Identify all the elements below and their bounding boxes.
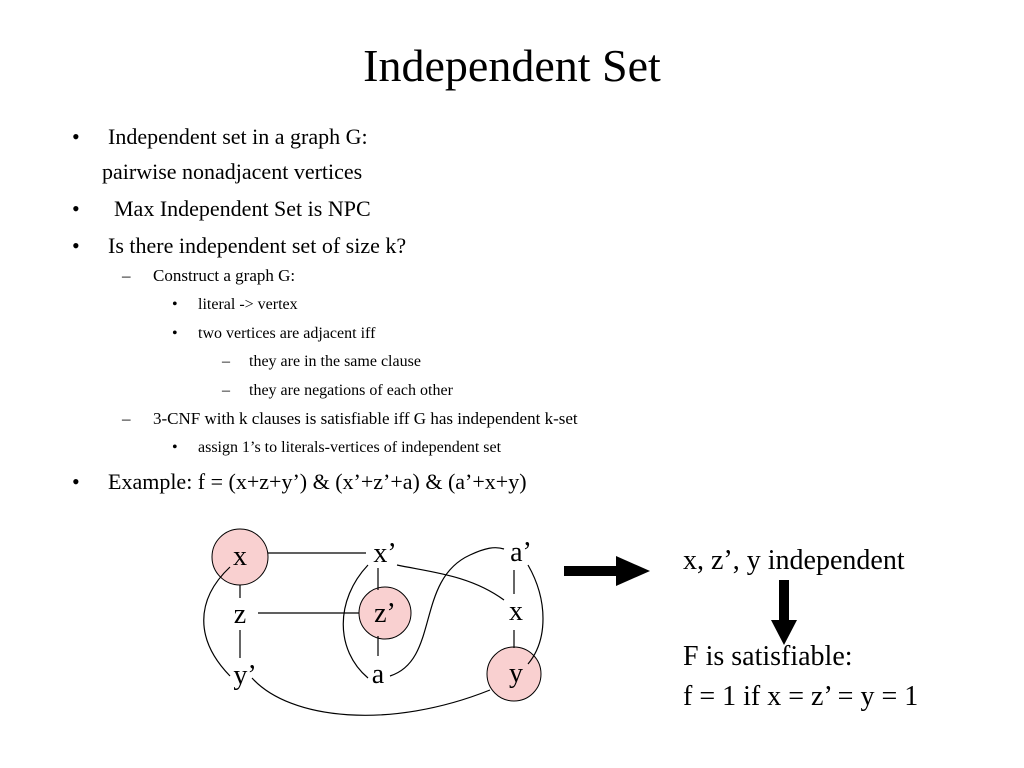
result-assignment: f = 1 if x = z’ = y = 1 xyxy=(683,681,919,712)
bullet-marker: • xyxy=(172,325,178,342)
sub-adjacent-iff: two vertices are adjacent iff xyxy=(198,325,376,342)
bullet-independent-set-continued: pairwise nonadjacent vertices xyxy=(102,159,363,184)
sub-construct-graph: Construct a graph G: xyxy=(153,266,296,285)
bullet-example: Example: f = (x+z+y’) & (x’+z’+a) & (a’+… xyxy=(108,469,527,494)
bullet-marker: • xyxy=(172,439,178,456)
dash-marker: – xyxy=(122,409,131,428)
sub-same-clause: they are in the same clause xyxy=(249,353,421,370)
edge-x-prime-a xyxy=(342,564,369,679)
vertex-label-y: y xyxy=(509,658,523,689)
sub-assign-ones: assign 1’s to literals-vertices of indep… xyxy=(198,439,502,456)
sub-3cnf-satisfiable: 3-CNF with k clauses is satisfiable iff … xyxy=(153,409,578,428)
bullet-marker: • xyxy=(72,233,80,258)
vertex-label-a-prime: a’ xyxy=(510,537,532,568)
edge-x-prime-x xyxy=(396,564,505,601)
bullet-marker: • xyxy=(72,196,80,221)
dash-marker: – xyxy=(122,266,131,285)
right-arrow-icon xyxy=(564,556,650,586)
vertex-label-x-clause3: x xyxy=(509,596,523,627)
bullet-size-k: Is there independent set of size k? xyxy=(108,233,407,258)
result-independent: x, z’, y independent xyxy=(683,545,905,576)
dash-marker: – xyxy=(222,382,230,399)
bullet-marker: • xyxy=(72,469,80,494)
edge-x-y-prime xyxy=(203,566,231,677)
bullet-marker: • xyxy=(172,296,178,313)
vertex-label-x-prime: x’ xyxy=(373,538,396,569)
sub-negations: they are negations of each other xyxy=(249,382,453,399)
result-satisfiable: F is satisfiable: xyxy=(683,641,853,672)
vertex-label-z: z xyxy=(234,599,246,630)
vertex-label-y-prime: y’ xyxy=(233,660,256,691)
edge-a-prime-y xyxy=(527,564,544,665)
sub-literal-vertex: literal -> vertex xyxy=(198,296,298,313)
dash-marker: – xyxy=(222,353,230,370)
edge-a-a-prime xyxy=(389,547,505,677)
vertex-label-x: x xyxy=(233,541,247,572)
down-arrow-icon xyxy=(771,580,797,645)
vertex-label-z-prime: z’ xyxy=(374,598,396,629)
slide-title: Independent Set xyxy=(363,40,661,91)
edge-y-prime-y xyxy=(251,677,491,716)
bullet-max-independent-set: Max Independent Set is NPC xyxy=(114,196,371,221)
vertex-label-a: a xyxy=(372,659,385,690)
bullet-marker: • xyxy=(72,124,80,149)
bullet-independent-set: Independent set in a graph G: xyxy=(108,124,368,149)
